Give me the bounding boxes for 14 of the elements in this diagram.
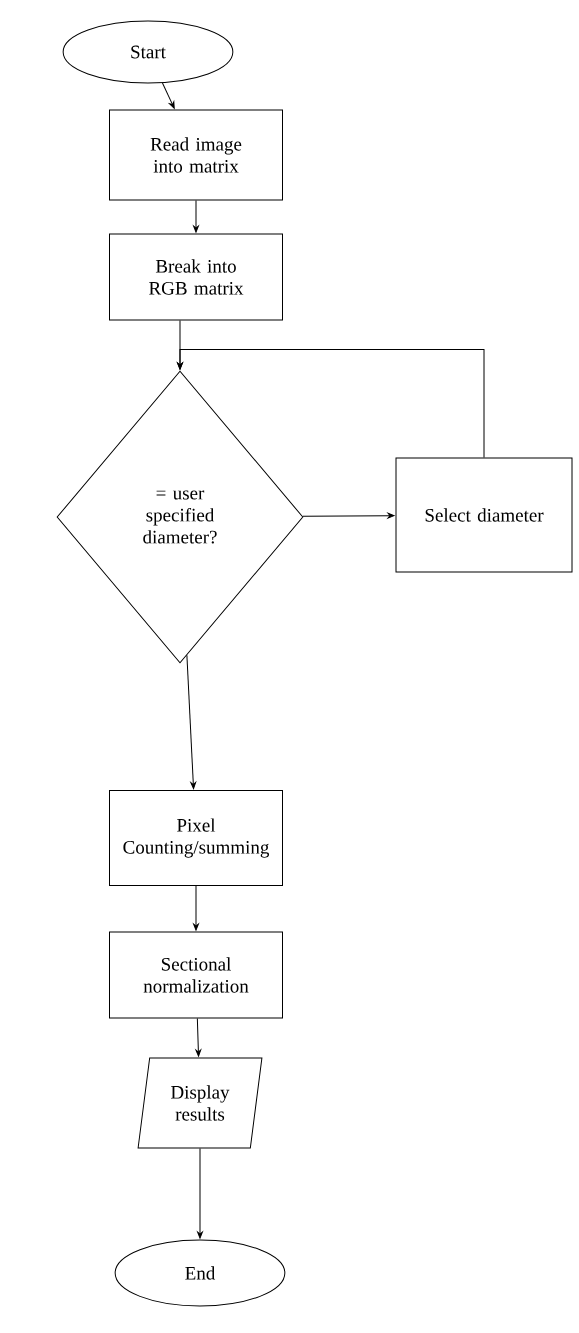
arrow [195, 1018, 202, 1057]
arrow [186, 654, 197, 790]
process-box: Sectional normalization [109, 931, 283, 1019]
arrow [193, 200, 199, 233]
arrow [177, 349, 485, 458]
process-box: Break into RGB matrix [109, 233, 283, 321]
arrow [302, 512, 395, 519]
arrow [161, 82, 175, 109]
data-parallelogram: Display results [137, 1057, 263, 1149]
process-box: Pixel Counting/summing [109, 790, 283, 886]
process-box: Read image into matrix [109, 109, 283, 201]
process-box: Select diameter [395, 457, 573, 573]
arrow [193, 885, 199, 931]
arrow [197, 1148, 203, 1239]
